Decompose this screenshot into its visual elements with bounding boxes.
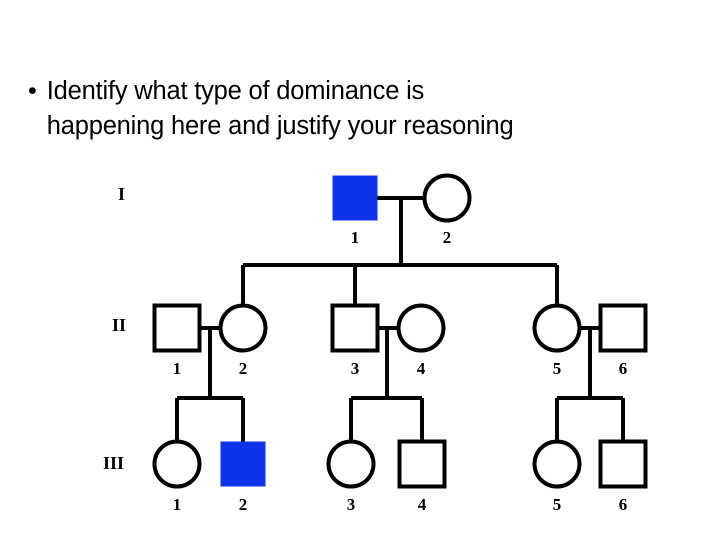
individual-number-III-4: 4 — [418, 495, 427, 514]
individual-number-II-6: 6 — [619, 359, 628, 378]
pedigree-symbol-II-3-male-unaffected[interactable] — [330, 303, 380, 353]
individual-number-II-3: 3 — [351, 359, 360, 378]
individual-number-III-2: 2 — [239, 495, 248, 514]
individual-number-II-1: 1 — [173, 359, 182, 378]
generation-label-III: III — [103, 453, 124, 473]
pedigree-symbol-I-2-female-unaffected[interactable] — [422, 173, 472, 223]
individual-number-III-3: 3 — [347, 495, 356, 514]
individual-number-II-2: 2 — [239, 359, 248, 378]
generation-label-II: II — [112, 315, 126, 335]
pedigree-symbol-II-2-female-unaffected[interactable] — [218, 303, 268, 353]
pedigree-symbol-II-6-male-unaffected[interactable] — [598, 303, 648, 353]
pedigree-symbol-II-1-male-unaffected[interactable] — [152, 303, 202, 353]
individual-number-I-2: 2 — [443, 228, 452, 247]
bullet-point: • Identify what type of dominance is hap… — [28, 74, 692, 144]
pedigree-symbol-III-2-male-affected[interactable] — [220, 441, 266, 487]
pedigree-connector-layer — [175, 196, 625, 442]
individual-number-I-1: 1 — [351, 228, 360, 247]
pedigree-symbol-III-1-female-unaffected[interactable] — [152, 439, 202, 489]
pedigree-symbol-I-1-male-affected[interactable] — [332, 175, 378, 221]
bullet-marker: • — [28, 77, 37, 105]
individual-number-III-5: 5 — [553, 495, 562, 514]
pedigree-symbol-III-4-male-unaffected[interactable] — [397, 439, 447, 489]
pedigree-symbol-II-5-female-unaffected[interactable] — [532, 303, 582, 353]
pedigree-symbol-layer — [152, 173, 648, 489]
individual-number-II-5: 5 — [553, 359, 562, 378]
individual-number-II-4: 4 — [417, 359, 426, 378]
pedigree-symbol-III-3-female-unaffected[interactable] — [326, 439, 376, 489]
bullet-text: Identify what type of dominance is happe… — [46, 77, 514, 140]
pedigree-symbol-III-5-female-unaffected[interactable] — [532, 439, 582, 489]
generation-label-I: I — [118, 184, 125, 204]
individual-number-III-6: 6 — [619, 495, 628, 514]
pedigree-symbol-II-4-female-unaffected[interactable] — [396, 303, 446, 353]
individual-number-III-1: 1 — [173, 495, 182, 514]
pedigree-symbol-III-6-male-unaffected[interactable] — [598, 439, 648, 489]
